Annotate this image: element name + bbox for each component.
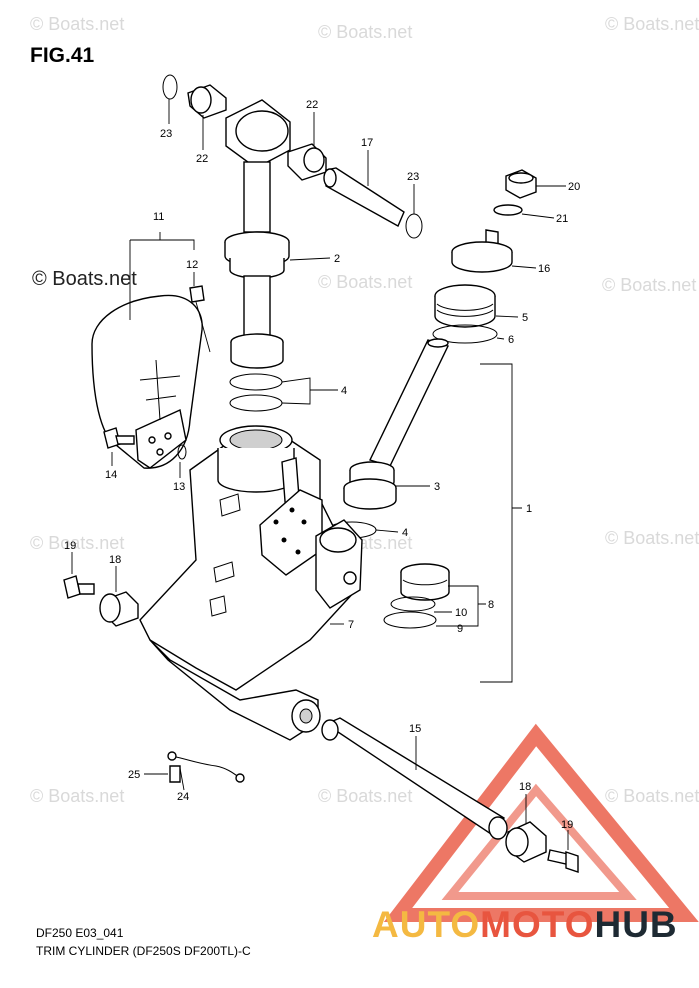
callout-23: 23 <box>160 128 172 140</box>
callout-8: 8 <box>488 599 494 611</box>
callout-6: 6 <box>508 334 514 346</box>
callout-21: 21 <box>556 213 568 225</box>
part-22-bushing-middle <box>287 143 327 181</box>
watermark-strong: © Boats.net <box>32 268 137 290</box>
brand-logo-text: AUTOMOTOHUB <box>372 904 678 946</box>
watermark: © Boats.net <box>318 272 413 292</box>
leader-lines <box>71 99 569 850</box>
part-13-washer <box>177 444 187 460</box>
part-7-upper-eye-and-rod <box>224 99 291 369</box>
part-14-bolt <box>103 427 135 449</box>
part-24-ground-wire <box>167 751 245 783</box>
watermark: © Boats.net <box>30 14 125 34</box>
callout-7: 7 <box>348 619 354 631</box>
callout-14: 14 <box>105 469 117 481</box>
callout-16: 16 <box>538 263 550 275</box>
callout-24: 24 <box>177 791 189 803</box>
callout-5: 5 <box>522 312 528 324</box>
part-25-bolt <box>169 765 181 783</box>
callout-2: 2 <box>334 253 340 265</box>
figure-code: DF250 E03_041 <box>36 926 124 940</box>
callout-9: 9 <box>457 623 463 635</box>
callout-3: 3 <box>434 481 440 493</box>
part-3-piston-rod <box>343 338 449 510</box>
part-4-o-rings-upper <box>229 373 283 412</box>
brand-logo-triangle <box>383 723 699 922</box>
watermark: © Boats.net <box>318 786 413 806</box>
part-5-gland <box>434 284 496 328</box>
callout-13: 13 <box>173 481 185 493</box>
part-23-snap-ring <box>162 74 178 100</box>
part-6-o-ring <box>432 324 498 344</box>
brand-part-moto: MOTO <box>480 904 595 945</box>
callout-25: 25 <box>128 769 140 781</box>
part-16-cap <box>451 229 513 273</box>
callout-19: 19 <box>561 819 573 831</box>
watermark: © Boats.net <box>30 533 125 553</box>
part-20-nut <box>505 169 537 199</box>
part-15-pin <box>321 717 508 840</box>
callout-12: 12 <box>186 259 198 271</box>
part-12-bolt <box>189 285 211 353</box>
watermark: © Boats.net <box>318 22 413 42</box>
callout-22: 22 <box>196 153 208 165</box>
callout-22: 22 <box>306 99 318 111</box>
part-18-bushing-right <box>505 821 547 863</box>
brand-part-auto: AUTO <box>372 904 481 945</box>
callout-11: 11 <box>153 211 164 223</box>
part-10-o-ring <box>390 596 436 612</box>
callout-20: 20 <box>568 181 580 193</box>
watermark: © Boats.net <box>605 14 699 34</box>
part-21-washer <box>493 204 523 216</box>
part-19-bolt-left <box>63 575 95 599</box>
part-8-free-piston <box>400 563 450 601</box>
figure-title: FIG.41 <box>30 44 95 67</box>
figure-caption: TRIM CYLINDER (DF250S DF200TL)-C <box>36 944 251 958</box>
watermark: © Boats.net <box>605 786 699 806</box>
watermark: © Boats.net <box>605 528 699 548</box>
callout-10: 10 <box>455 607 467 619</box>
watermark: © Boats.net <box>30 786 125 806</box>
callout-17: 17 <box>361 137 373 149</box>
part-23-snap-ring-right <box>405 213 423 239</box>
callout-19: 19 <box>64 540 76 552</box>
callout-4: 4 <box>341 385 347 397</box>
callout-18: 18 <box>519 781 531 793</box>
part-17-pin <box>323 167 405 227</box>
part-19-bolt-right <box>547 849 579 873</box>
part-22-bushing <box>187 84 227 119</box>
part-9-o-ring <box>383 611 437 629</box>
part-7-cylinder-body <box>139 425 363 741</box>
callout-1: 1 <box>526 503 532 515</box>
callout-23: 23 <box>407 171 419 183</box>
callout-4: 4 <box>402 527 408 539</box>
part-11-anode-cover <box>91 294 203 469</box>
part-18-bushing-left <box>99 591 139 627</box>
callout-15: 15 <box>409 723 421 735</box>
brand-part-hub: HUB <box>594 904 678 945</box>
callout-18: 18 <box>109 554 121 566</box>
watermark: © Boats.net <box>602 275 697 295</box>
